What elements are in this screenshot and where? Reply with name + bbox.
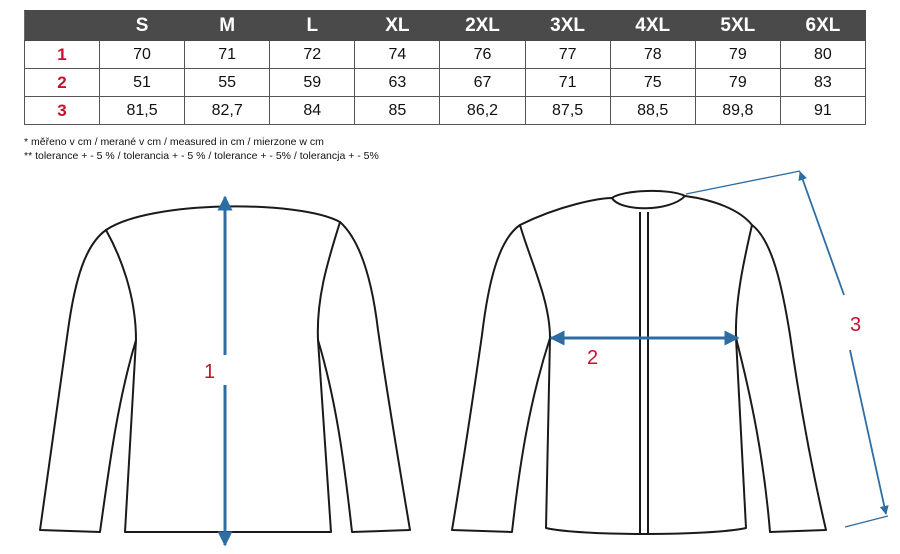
table-cell: 86,2 — [439, 96, 526, 125]
measurement-label-3: 3 — [850, 314, 861, 336]
table-cell: 88,5 — [609, 96, 696, 125]
front-right-sleeve — [735, 224, 827, 533]
front-body-outline — [519, 195, 753, 535]
table-cell: 83 — [779, 68, 867, 97]
size-header-4xl: 4XL — [609, 10, 696, 41]
sleeve-arrow-bottom — [849, 349, 889, 515]
sleeve-shoulder-extension — [685, 170, 801, 195]
tolerance-note: ** tolerance + - 5 % / tolerancia + - 5 … — [24, 150, 379, 162]
measurement-label-2: 2 — [587, 347, 598, 369]
table-cell: 91 — [779, 96, 867, 125]
garment-front-view — [451, 189, 827, 535]
table-cell: 74 — [354, 40, 441, 69]
header-corner — [24, 10, 100, 41]
size-header-2xl: 2XL — [439, 10, 526, 41]
size-table: S M L XL 2XL 3XL 4XL 5XL 6XL 1 70 71 72 … — [24, 10, 867, 125]
size-header-xl: XL — [354, 10, 441, 41]
table-cell: 85 — [354, 96, 441, 125]
table-row: 3 81,5 82,7 84 85 86,2 87,5 88,5 89,8 91 — [24, 96, 867, 125]
table-cell: 75 — [609, 68, 696, 97]
row-label: 2 — [24, 68, 100, 97]
measurement-2-chest: 2 — [549, 330, 740, 369]
table-cell: 89,8 — [694, 96, 781, 125]
front-collar — [611, 189, 686, 199]
table-cell: 71 — [524, 68, 611, 97]
size-header-6xl: 6XL — [779, 10, 867, 41]
size-header-row: S M L XL 2XL 3XL 4XL 5XL 6XL — [24, 10, 867, 41]
table-cell: 87,5 — [524, 96, 611, 125]
size-header-m: M — [184, 10, 271, 41]
table-cell: 70 — [98, 40, 186, 69]
front-left-sleeve — [451, 224, 551, 533]
back-right-sleeve — [317, 221, 411, 533]
table-row: 1 70 71 72 74 76 77 78 79 80 — [24, 40, 867, 69]
table-cell: 84 — [269, 96, 356, 125]
table-cell: 76 — [439, 40, 526, 69]
measurement-3-sleeve: 3 — [685, 170, 889, 528]
table-row: 2 51 55 59 63 67 71 75 79 83 — [24, 68, 867, 97]
table-cell: 51 — [98, 68, 186, 97]
table-cell: 55 — [184, 68, 271, 97]
sleeve-arrow-top — [798, 171, 845, 296]
back-left-sleeve — [39, 229, 137, 533]
measurement-label-1: 1 — [204, 361, 215, 383]
measurement-1-length: 1 — [204, 195, 233, 547]
back-body-outline — [105, 205, 341, 533]
sleeve-cuff-extension — [844, 515, 889, 528]
table-cell: 78 — [609, 40, 696, 69]
table-cell: 81,5 — [98, 96, 186, 125]
measured-note: * měřeno v cm / merané v cm / measured i… — [24, 136, 324, 148]
table-cell: 79 — [694, 68, 781, 97]
size-header-5xl: 5XL — [694, 10, 781, 41]
table-cell: 82,7 — [184, 96, 271, 125]
size-header-3xl: 3XL — [524, 10, 611, 41]
garment-back-view — [39, 205, 411, 533]
